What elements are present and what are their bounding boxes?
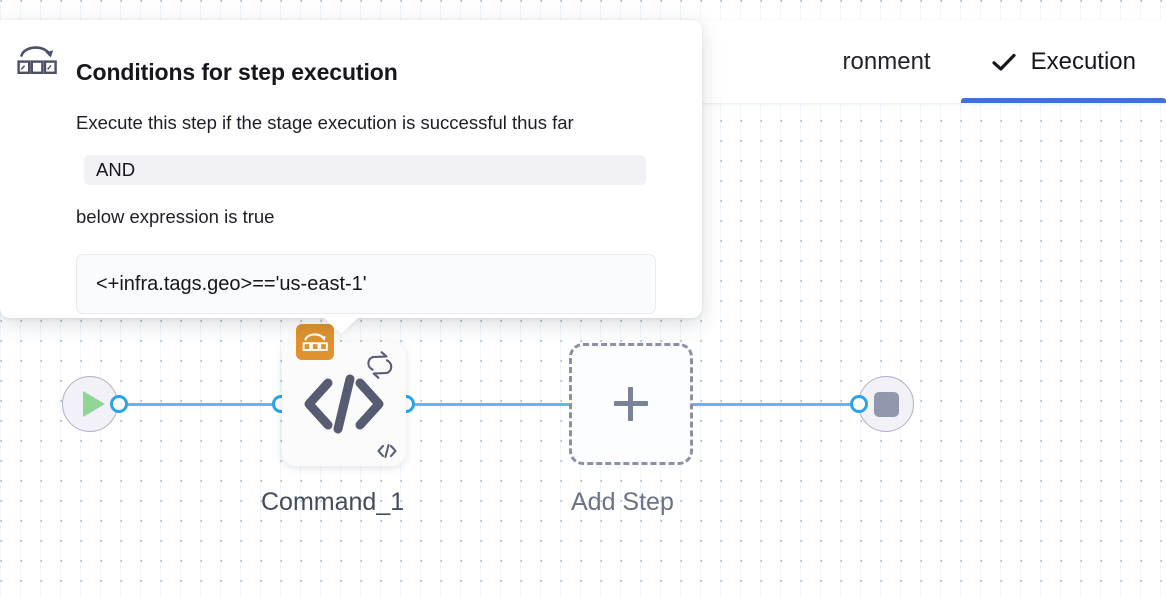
plus-icon	[614, 387, 648, 421]
edge-addstep-to-end	[660, 403, 882, 406]
tooltip-expression-field: <+infra.tags.geo>=='us-east-1'	[76, 254, 656, 314]
tooltip-condition-line-2: below expression is true	[76, 206, 275, 227]
edge-start-to-command	[100, 403, 318, 406]
end-node-input-port[interactable]	[850, 395, 868, 413]
condition-step-icon	[302, 333, 328, 351]
edge-command-to-addstep	[370, 403, 640, 406]
tab-environment[interactable]: ronment	[813, 20, 961, 103]
code-icon-mini	[376, 442, 398, 460]
check-icon	[991, 53, 1016, 71]
tab-execution-label: Execution	[1030, 47, 1136, 75]
step-node-command[interactable]	[282, 324, 406, 466]
tooltip-caret	[322, 316, 360, 334]
tooltip-title: Conditions for step execution	[76, 59, 398, 85]
loop-retry-icon	[364, 350, 396, 380]
code-icon	[282, 342, 406, 466]
tooltip-condition-line-1: Execute this step if the stage execution…	[76, 112, 574, 133]
tooltip-operator-field: AND	[84, 155, 646, 185]
tab-execution[interactable]: Execution	[960, 20, 1166, 103]
start-node-output-port[interactable]	[110, 395, 128, 413]
tab-list: ronment Execution	[813, 20, 1166, 103]
start-node[interactable]	[62, 376, 118, 432]
step-node-label-command: Command_1	[261, 488, 405, 516]
stop-icon	[873, 391, 899, 417]
add-step-label: Add Step	[571, 488, 674, 516]
add-step-node[interactable]	[569, 343, 693, 465]
condition-step-icon	[16, 41, 58, 79]
step-condition-tooltip: Conditions for step execution Execute th…	[0, 20, 702, 318]
play-icon	[82, 391, 105, 417]
tab-environment-label: ronment	[842, 47, 931, 75]
